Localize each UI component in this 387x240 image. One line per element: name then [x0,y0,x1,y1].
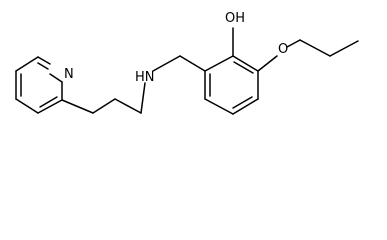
pyridine-ring [15,56,63,114]
aminomethyl-linker [152,55,206,72]
bond [140,82,146,114]
bond [179,55,206,72]
bond [286,39,301,48]
bond [15,98,39,114]
bond [232,55,259,72]
bond [204,98,234,115]
phenol-ring [204,55,259,115]
hydroxyl-label: OH [225,11,245,26]
bond [232,98,259,115]
bond [257,55,278,72]
pyridine-nitrogen-label: N [64,67,74,82]
bond [152,55,181,72]
ethoxy-group [257,39,359,72]
bond [49,73,63,83]
bond [37,99,63,114]
bond [329,40,359,57]
molecule-structure: OH O HN N [15,11,359,115]
bond [37,56,51,65]
amine-label: HN [135,70,155,85]
bond [15,56,39,72]
structure-canvas: OH O HN N [15,11,359,115]
ethyl-linker [61,82,146,114]
bond [61,99,94,114]
double-bond-line [233,61,254,74]
ether-oxygen-label: O [278,42,288,57]
bond [204,55,234,72]
double-bond-line [232,96,253,109]
bond [114,98,142,114]
bond [92,98,116,114]
double-bond-line [39,96,58,108]
bond [299,39,331,57]
double-bond-line [37,62,49,70]
